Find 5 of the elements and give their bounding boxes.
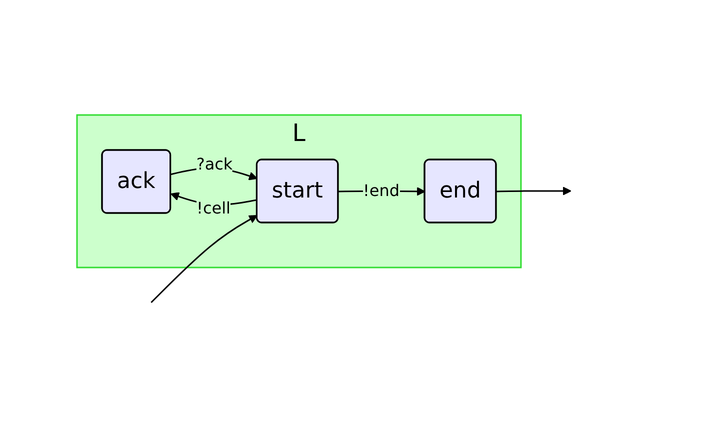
edge-label: !cell bbox=[196, 198, 230, 217]
arrow bbox=[496, 186, 572, 196]
arrow bbox=[150, 214, 258, 303]
edge-label: ?ack bbox=[196, 154, 233, 174]
edge-label: !end bbox=[362, 180, 400, 200]
